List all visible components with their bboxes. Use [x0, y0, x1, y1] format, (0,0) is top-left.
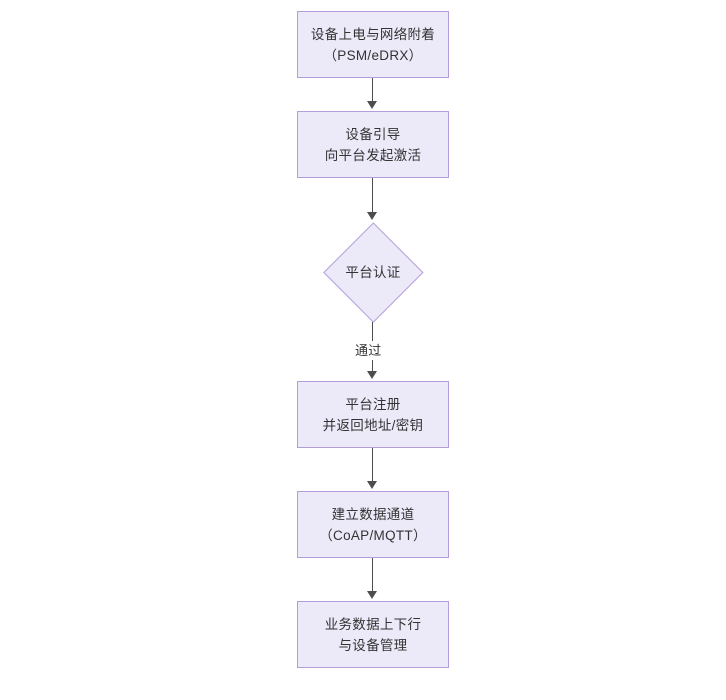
- edge-channel-to-service: [372, 558, 373, 593]
- edge-bootstrap-to-auth: [372, 178, 373, 214]
- edge-label-pass: 通过: [352, 341, 385, 360]
- node-power-on[interactable]: 设备上电与网络附着 （PSM/eDRX）: [297, 11, 449, 78]
- arrowhead-icon: [367, 481, 377, 489]
- node-platform-auth[interactable]: 平台认证: [322, 221, 423, 322]
- arrowhead-icon: [367, 591, 377, 599]
- edge-power-on-to-bootstrap: [372, 78, 373, 103]
- node-platform-auth-label: 平台认证: [345, 264, 401, 280]
- node-power-on-label: 设备上电与网络附着 （PSM/eDRX）: [310, 26, 436, 63]
- node-data-channel[interactable]: 建立数据通道 （CoAP/MQTT）: [297, 491, 449, 558]
- edge-register-to-channel: [372, 448, 373, 483]
- arrowhead-icon: [367, 212, 377, 220]
- arrowhead-icon: [367, 101, 377, 109]
- node-bootstrap[interactable]: 设备引导 向平台发起激活: [297, 111, 449, 178]
- node-service-data[interactable]: 业务数据上下行 与设备管理: [297, 601, 449, 668]
- node-bootstrap-label: 设备引导 向平台发起激活: [324, 126, 422, 163]
- node-data-channel-label: 建立数据通道 （CoAP/MQTT）: [319, 506, 427, 543]
- node-platform-register[interactable]: 平台注册 并返回地址/密钥: [297, 381, 449, 448]
- node-service-data-label: 业务数据上下行 与设备管理: [324, 616, 422, 653]
- arrowhead-icon: [367, 371, 377, 379]
- node-platform-register-label: 平台注册 并返回地址/密钥: [322, 396, 424, 433]
